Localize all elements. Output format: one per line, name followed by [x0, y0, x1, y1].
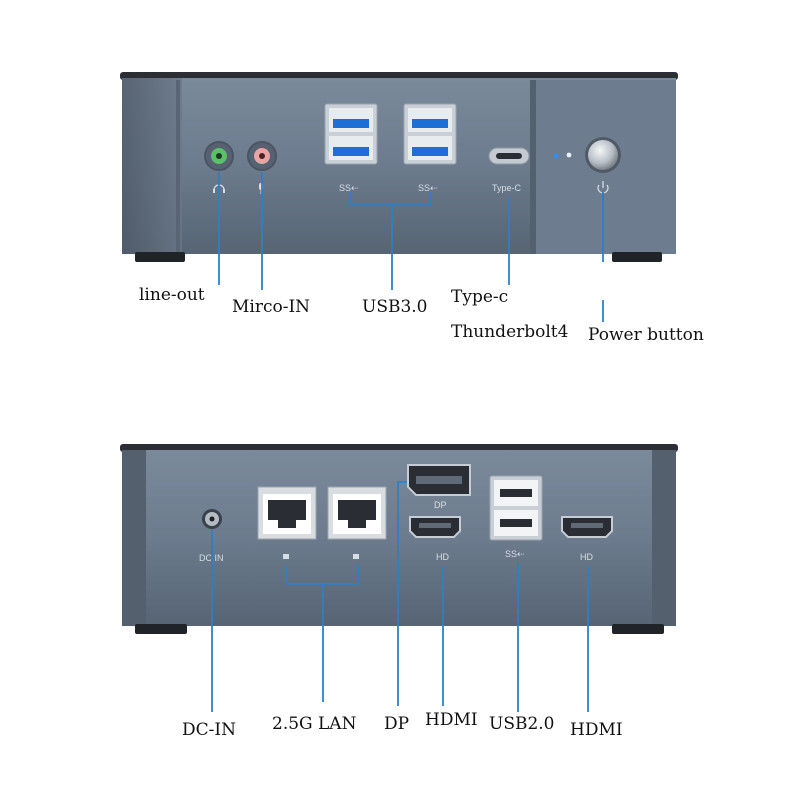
- type-c-marking: Type-C: [492, 183, 522, 193]
- front-panel: SS⇠ SS⇠ Type-C: [120, 72, 678, 322]
- type-c-port: [488, 147, 530, 165]
- usb-right-marking: SS⇠: [418, 183, 438, 193]
- lan-port-2: [327, 486, 387, 540]
- network-icon: [283, 554, 359, 559]
- line-out-jack: [204, 141, 234, 171]
- callout-power-button: Power button: [588, 325, 704, 345]
- hdmi-1-marking: HD: [436, 552, 449, 562]
- callout-hdmi-1: HDMI: [425, 710, 478, 730]
- usb3-port-stack-left: [324, 103, 378, 165]
- callout-dp: DP: [384, 714, 410, 734]
- callout-usb3: USB3.0: [362, 297, 428, 317]
- lan-port-1: [257, 486, 317, 540]
- dc-in-port: [202, 509, 222, 529]
- usb2-port-stack: [489, 475, 543, 541]
- usb-rear-marking: SS⇠: [505, 549, 525, 559]
- power-button: [585, 137, 621, 173]
- front-callout-lines: [218, 172, 604, 322]
- callout-lan: 2.5G LAN: [272, 714, 357, 734]
- hdmi-2-marking: HD: [580, 552, 593, 562]
- displayport-port: [407, 464, 471, 496]
- callout-type-c: Type-c: [451, 287, 509, 307]
- hdmi-port-1: [409, 516, 461, 538]
- mic-in-jack: [247, 141, 277, 171]
- callout-hdmi-2: HDMI: [570, 720, 623, 740]
- hdmi-port-2: [561, 516, 613, 538]
- rear-callout-lines: [211, 481, 589, 712]
- callout-dc-in: DC-IN: [182, 720, 236, 740]
- usb-left-marking: SS⇠: [339, 183, 359, 193]
- status-led-blue: [553, 153, 559, 159]
- callout-usb2: USB2.0: [489, 714, 555, 734]
- callout-thunderbolt: Thunderbolt4: [451, 322, 569, 342]
- callout-mic-in: Mirco-IN: [232, 297, 311, 317]
- status-led-white: [566, 152, 572, 158]
- usb3-port-stack-right: [403, 103, 457, 165]
- rear-panel: DC IN DP HD: [120, 444, 678, 712]
- callout-line-out: line-out: [139, 285, 205, 305]
- dp-marking: DP: [434, 500, 447, 510]
